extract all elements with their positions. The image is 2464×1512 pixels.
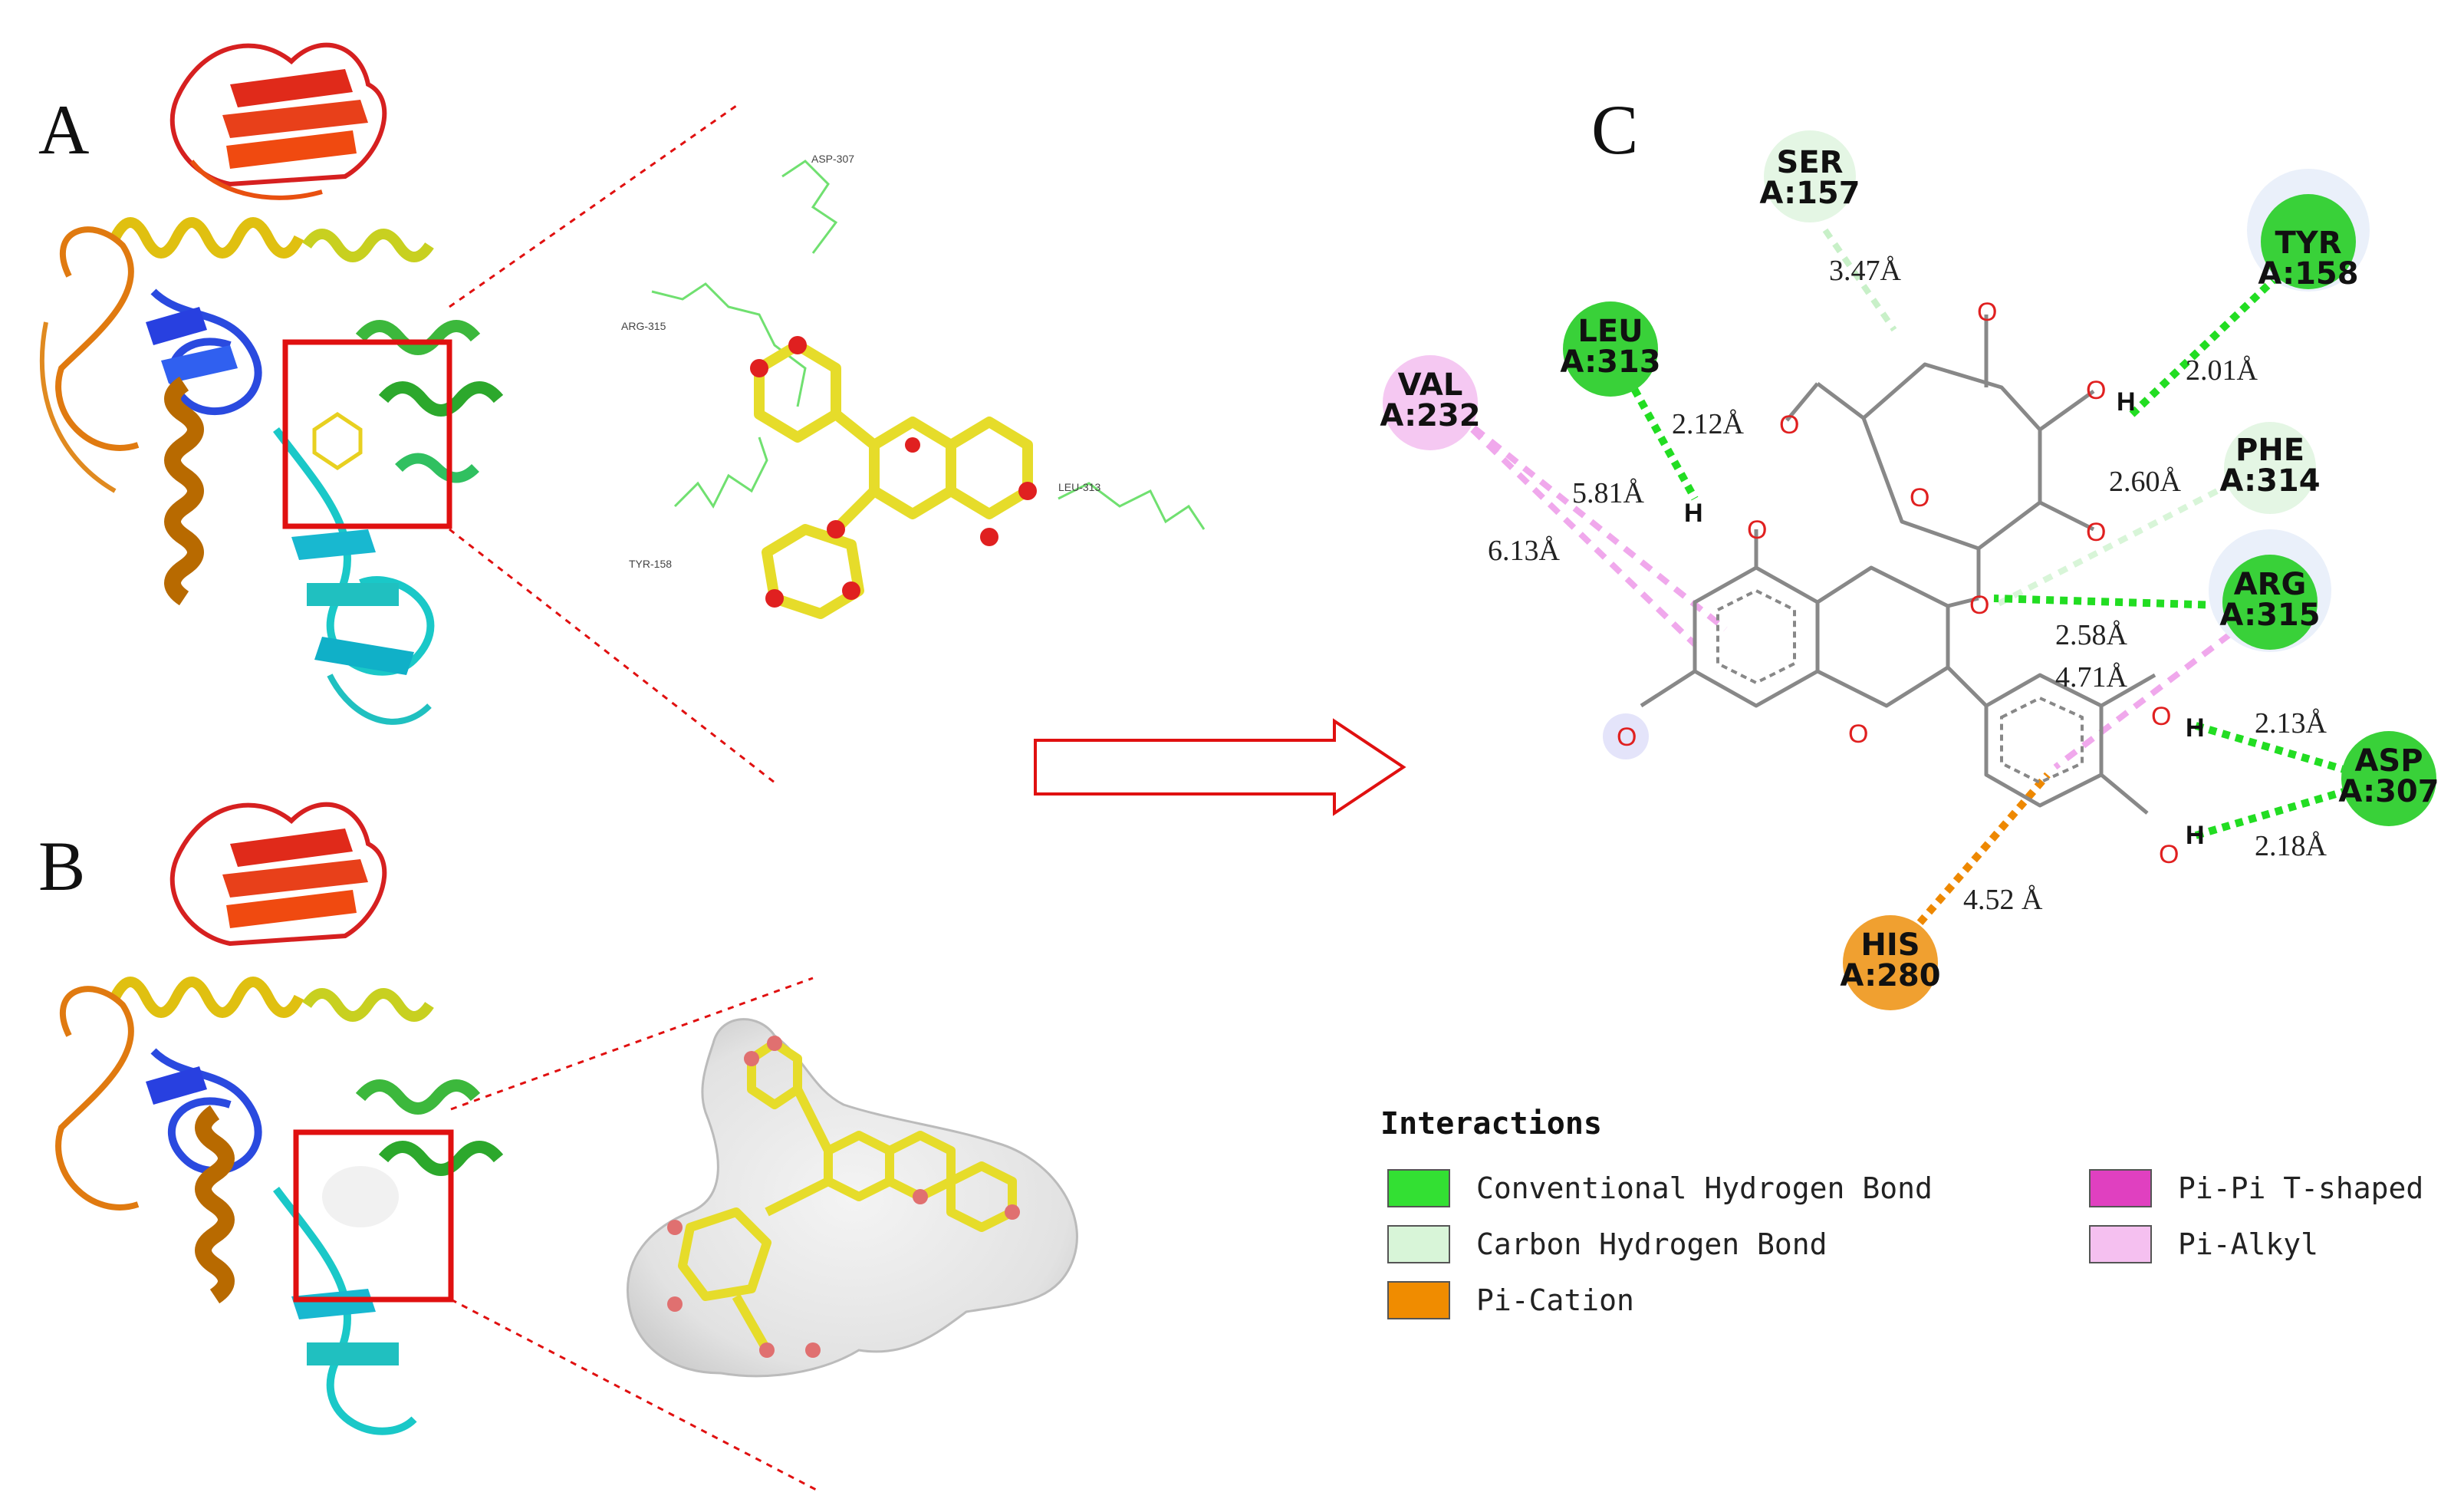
residue-ser157: SER A:157 <box>1759 130 1860 222</box>
carbon-hbond-ser157 <box>1822 228 1897 332</box>
panel-label-a: A <box>38 91 89 169</box>
svg-text:A:315: A:315 <box>2219 598 2320 633</box>
svg-text:A:307: A:307 <box>2338 774 2439 809</box>
legend-label: Pi-Pi T-shaped <box>2178 1171 2423 1205</box>
hydrogen-atom: H <box>2186 821 2205 850</box>
pi-alkyl-val232-a <box>1455 411 1728 632</box>
oxygen-atom: O <box>1617 723 1637 752</box>
residue-tyr158: TYR A:158 <box>2247 169 2370 292</box>
distance-phe314: 2.60Å <box>2109 466 2182 498</box>
zoom-box-b <box>293 1129 454 1303</box>
residue-val232: VAL A:232 <box>1380 355 1481 450</box>
distance-arg315-b: 4.71Å <box>2055 661 2128 693</box>
svg-text:ARG: ARG <box>2234 567 2307 602</box>
legend-swatch <box>2089 1169 2152 1207</box>
distance-val232-b: 6.13Å <box>1488 535 1561 567</box>
oxygen-atom: O <box>1779 410 1799 440</box>
interactions-legend: Interactions Conventional Hydrogen Bond … <box>1380 1106 2423 1319</box>
residue-label-arg315: ARG-315 <box>621 320 666 332</box>
distance-val232-a: 5.81Å <box>1572 477 1645 509</box>
distance-tyr158: 2.01Å <box>2186 354 2258 387</box>
hydrogen-atom: H <box>1684 499 1703 528</box>
protein-structure-a <box>39 42 504 725</box>
hbond-tyr158 <box>2129 273 2281 417</box>
legend-title: Interactions <box>1380 1106 1602 1141</box>
oxygen-atom: O <box>1747 516 1767 545</box>
svg-text:ASP: ASP <box>2354 743 2423 779</box>
interaction-diagram: O O O O O O O O O O O H H H H SER A:157 … <box>1380 130 2439 1010</box>
residue-label-asp307: ASP-307 <box>811 153 854 165</box>
oxygen-atom: O <box>1969 591 1989 620</box>
hbond-asp307-a <box>2192 721 2364 779</box>
legend-label: Pi-Alkyl <box>2178 1227 2318 1261</box>
protein-structure-b <box>55 802 504 1435</box>
hbond-asp307-b <box>2192 782 2364 840</box>
svg-text:A:158: A:158 <box>2258 256 2358 292</box>
legend-label: Carbon Hydrogen Bond <box>1476 1227 1827 1261</box>
transition-arrow <box>1034 718 1406 816</box>
oxygen-atom: O <box>2159 840 2179 869</box>
binding-pocket-closeup: ASP-307 ARG-315 LEU-313 TYR-158 <box>621 153 1206 619</box>
legend-swatch <box>1387 1281 1450 1319</box>
svg-text:VAL: VAL <box>1398 367 1463 403</box>
distance-ser157: 3.47Å <box>1829 255 1902 287</box>
residue-asp307: ASP A:307 <box>2338 731 2439 826</box>
distance-asp307-a: 2.13Å <box>2255 707 2327 740</box>
residue-leu313: LEU A:313 <box>1560 301 1661 397</box>
pi-cation-his280 <box>1899 772 2051 947</box>
residue-label-leu313: LEU-313 <box>1058 481 1100 493</box>
carbon-hbond-phe314 <box>1992 473 2249 609</box>
distance-arg315-a: 2.58Å <box>2055 619 2128 651</box>
distance-his280: 4.52 Å <box>1963 884 2043 916</box>
zoom-box-a <box>282 339 452 529</box>
svg-text:HIS: HIS <box>1860 927 1920 963</box>
hbond-arg315 <box>1993 595 2248 610</box>
hydrogen-atom: H <box>2186 713 2205 743</box>
zoom-line-a-bottom <box>449 528 775 784</box>
svg-text:PHE: PHE <box>2235 433 2304 468</box>
oxygen-atom: O <box>1848 720 1868 749</box>
pi-alkyl-val232-b <box>1470 427 1697 647</box>
zoom-line-b-bottom <box>450 1298 821 1494</box>
ligand-surface-view <box>627 1018 1078 1378</box>
hydrogen-atom: H <box>2117 387 2136 417</box>
oxygen-atom: O <box>1977 298 1997 327</box>
oxygen-atom: O <box>2151 702 2171 731</box>
distance-leu313: 2.12Å <box>1672 408 1745 440</box>
legend-label: Pi-Cation <box>1476 1283 1634 1317</box>
svg-text:LEU: LEU <box>1577 314 1643 349</box>
svg-text:A:280: A:280 <box>1840 958 1940 993</box>
legend-swatch <box>2089 1225 2152 1263</box>
residue-arg315: ARG A:315 <box>2209 529 2331 652</box>
oxygen-atom: O <box>2086 518 2106 547</box>
legend-label: Conventional Hydrogen Bond <box>1476 1171 1933 1205</box>
panel-label-c: C <box>1591 91 1638 169</box>
oxygen-atom: O <box>2086 376 2106 405</box>
distance-asp307-b: 2.18Å <box>2255 830 2327 862</box>
legend-swatch <box>1387 1225 1450 1263</box>
zoom-line-b-top <box>450 977 814 1111</box>
svg-text:TYR: TYR <box>2275 226 2341 261</box>
legend-swatch <box>1387 1169 1450 1207</box>
panel-label-b: B <box>38 827 85 905</box>
pi-alkyl-arg315 <box>2053 618 2249 770</box>
residue-phe314: PHE A:314 <box>2219 422 2321 514</box>
svg-text:SER: SER <box>1777 145 1844 180</box>
svg-text:A:232: A:232 <box>1380 398 1480 433</box>
svg-text:A:313: A:313 <box>1560 344 1660 380</box>
zoom-line-a-top <box>449 104 737 308</box>
svg-text:A:314: A:314 <box>2219 463 2320 499</box>
oxygen-atom: O <box>1910 483 1929 512</box>
svg-text:A:157: A:157 <box>1759 176 1860 211</box>
residue-his280: HIS A:280 <box>1840 915 1941 1010</box>
residue-label-tyr158: TYR-158 <box>629 558 672 570</box>
